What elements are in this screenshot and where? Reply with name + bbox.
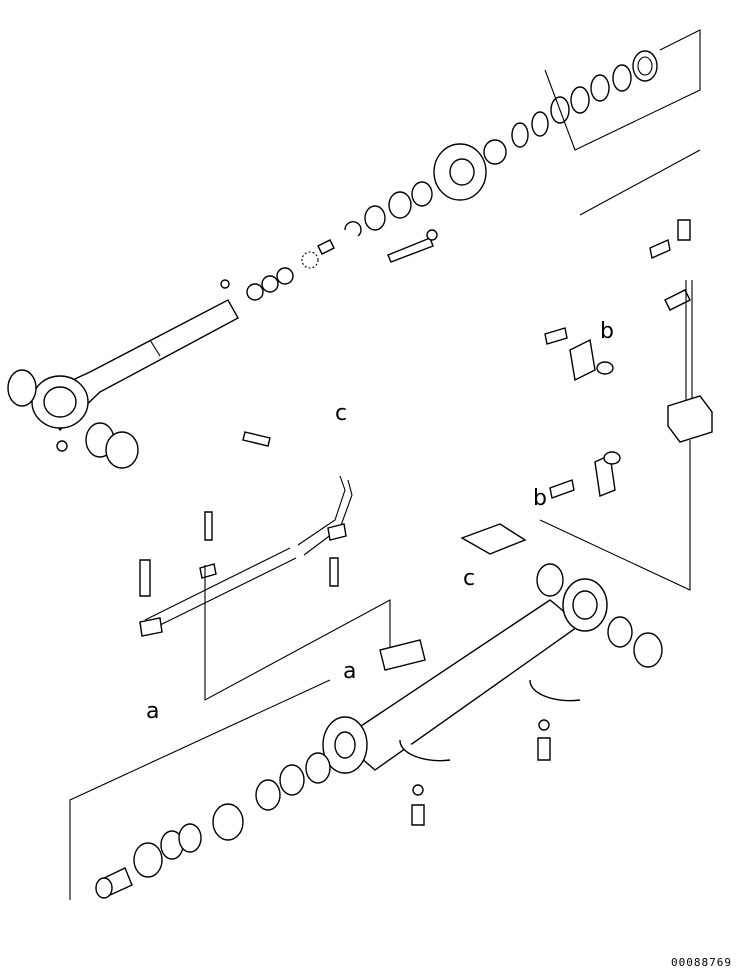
ref-label-b-lower: b bbox=[533, 486, 547, 511]
reference-labels: a a b b c c bbox=[146, 319, 614, 724]
cylinder-tube bbox=[69, 523, 663, 900]
ref-label-a-center: a bbox=[343, 659, 356, 684]
drawing-number: 00088769 bbox=[671, 956, 732, 969]
ref-label-a-left: a bbox=[146, 699, 159, 724]
ref-label-c-lower: c bbox=[463, 566, 475, 591]
piping-right bbox=[539, 219, 713, 591]
piston-rod-assembly bbox=[7, 29, 701, 469]
ref-label-c-upper: c bbox=[335, 401, 347, 426]
ref-label-b-upper: b bbox=[600, 319, 614, 344]
tube-middle bbox=[139, 431, 391, 701]
